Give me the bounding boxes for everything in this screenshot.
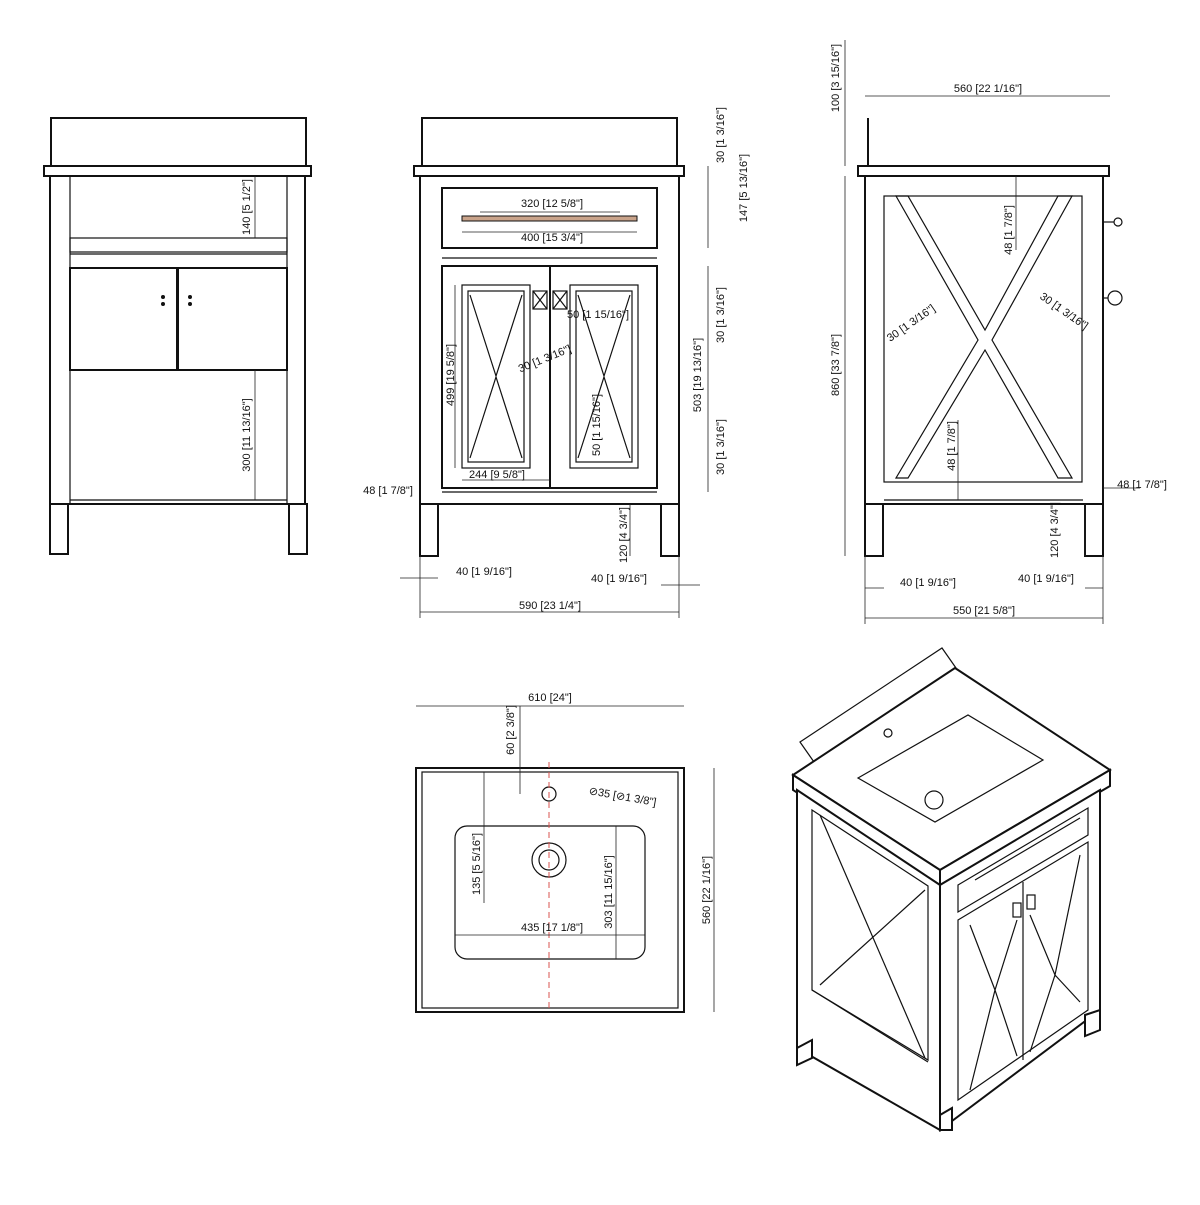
dim-label: 503 [19 13/16"] [692, 338, 704, 412]
dim-label: 48 [1 7/8"] [1003, 205, 1015, 255]
backsplash [421, 117, 678, 167]
leg [660, 503, 680, 557]
dim-label: 499 [19 5/8"] [445, 344, 457, 406]
dim-label: 50 [1 15/16"] [567, 309, 629, 321]
dim-label: 400 [15 3/4"] [521, 232, 583, 244]
dim-label: 135 [5 5/16"] [471, 833, 483, 895]
cabinet-frame [49, 175, 306, 505]
countertop [43, 165, 312, 177]
countertop [413, 165, 685, 177]
dim-label: 100 [3 15/16"] [830, 44, 842, 112]
dim-label: 320 [12 5/8"] [521, 198, 583, 210]
dim-label: 590 [23 1/4"] [519, 600, 581, 612]
dim-label: 40 [1 9/16"] [591, 573, 647, 585]
dim-label: 435 [17 1/8"] [521, 922, 583, 934]
drawer [441, 187, 658, 249]
dim-label: 48 [1 7/8"] [363, 485, 413, 497]
perspective-view [791, 647, 1112, 1132]
leg [864, 503, 884, 557]
dim-label: 60 [2 3/8"] [505, 705, 517, 755]
backsplash [50, 117, 307, 167]
dim-label: ⊘35 [⊘1 3/8"] [588, 785, 657, 809]
cabinet-frame [864, 175, 1104, 505]
dim-label: 860 [33 7/8"] [830, 334, 842, 396]
dim-label: 560 [22 1/16"] [954, 83, 1022, 95]
dim-label: 610 [24"] [528, 692, 572, 704]
side-view-left: 140 [5 1/2"] 300 [11 13/16"] [43, 117, 312, 555]
door-right [177, 267, 288, 371]
dim-label: 120 [4 3/4"] [1049, 502, 1061, 558]
dim-label: 244 [9 5/8"] [469, 469, 525, 481]
dim-label: 550 [21 5/8"] [953, 605, 1015, 617]
dim-label: 140 [5 1/2"] [241, 179, 253, 235]
dim-label: 40 [1 9/16"] [456, 566, 512, 578]
dim-label: 50 [1 15/16"] [591, 394, 603, 456]
dim-label: 300 [11 13/16"] [241, 398, 253, 471]
top-view: 610 [24"] 60 [2 3/8"] ⊘35 [⊘1 3/8"] 135 … [415, 692, 715, 1013]
dim-label: 120 [4 3/4"] [618, 507, 630, 563]
leg [288, 503, 308, 555]
door-right [549, 265, 658, 489]
dim-label: 48 [1 7/8"] [946, 421, 958, 471]
dim-label: 30 [1 3/16"] [715, 419, 727, 475]
dim-label: 30 [1 3/16"] [885, 303, 938, 345]
side-view-right: 100 [3 15/16"] 560 [22 1/16"] 48 [1 7/8"… [830, 40, 1167, 624]
shelf [69, 237, 288, 253]
dim-label: 560 [22 1/16"] [701, 856, 713, 924]
dim-label: 48 [1 7/8"] [1117, 479, 1167, 491]
basin [454, 825, 646, 960]
dim-label: 147 [5 13/16"] [738, 154, 750, 222]
countertop-outline [415, 767, 685, 1013]
dim-label: 303 [11 15/16"] [603, 855, 615, 928]
leg [49, 503, 69, 555]
cabinet-frame [419, 175, 680, 505]
countertop [857, 165, 1110, 177]
dim-label: 30 [1 3/16"] [715, 107, 727, 163]
dim-label: 30 [1 3/16"] [715, 287, 727, 343]
front-view: 30 [1 3/16"] 147 [5 13/16"] 320 [12 5/8"… [363, 107, 750, 618]
leg [419, 503, 439, 557]
door-left [69, 267, 178, 371]
drain [531, 842, 567, 878]
dim-label: 40 [1 9/16"] [900, 577, 956, 589]
dim-label: 40 [1 9/16"] [1018, 573, 1074, 585]
dim-label: 30 [1 3/16"] [517, 343, 573, 375]
drawer-handle [461, 215, 638, 222]
leg [1084, 503, 1104, 557]
